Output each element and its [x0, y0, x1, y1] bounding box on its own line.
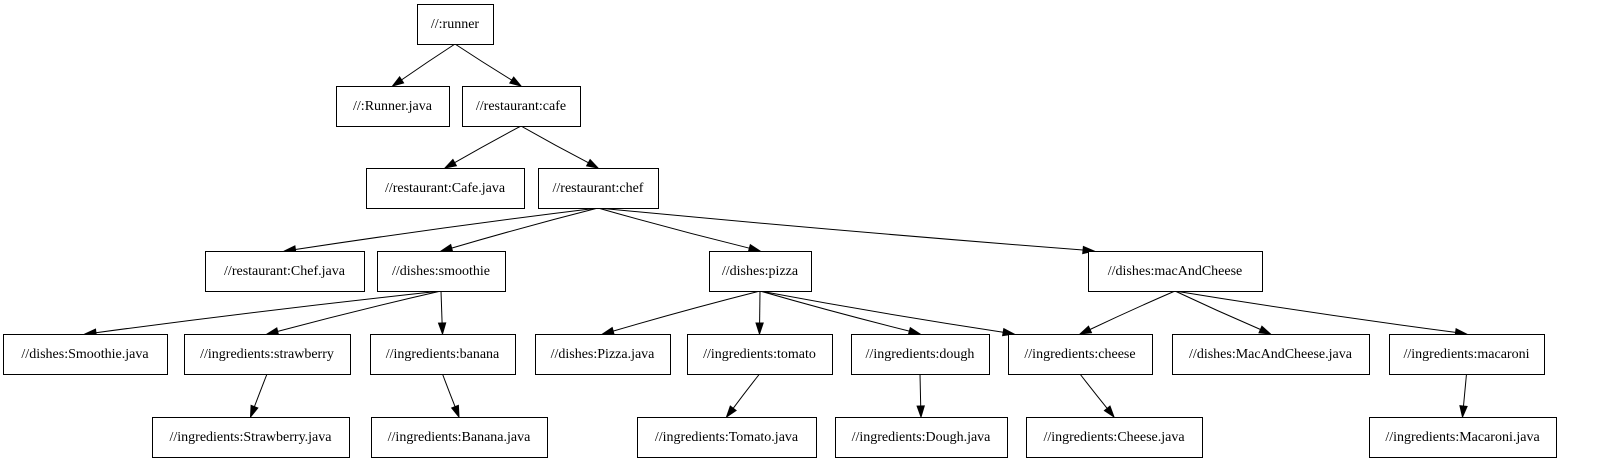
node-label: //ingredients:Macaroni.java	[1385, 430, 1540, 445]
graph-node[interactable]: //ingredients:Dough.java	[835, 417, 1008, 458]
node-label: //ingredients:dough	[866, 347, 975, 362]
node-label: //dishes:Pizza.java	[551, 347, 656, 362]
node-label: //restaurant:cafe	[476, 99, 566, 114]
graph-edge	[1174, 290, 1272, 335]
graph-node[interactable]: //ingredients:Tomato.java	[637, 417, 817, 458]
graph-node[interactable]: //dishes:Smoothie.java	[3, 334, 168, 375]
graph-edge	[1078, 290, 1176, 335]
graph-edge	[1174, 290, 1469, 337]
node-box[interactable]	[1088, 251, 1263, 292]
node-label: //dishes:pizza	[722, 264, 799, 279]
node-box[interactable]	[1172, 334, 1370, 375]
node-label: //dishes:macAndCheese	[1108, 264, 1243, 279]
node-box[interactable]	[377, 251, 506, 292]
node-box[interactable]	[370, 334, 516, 375]
node-label: //restaurant:chef	[553, 181, 644, 196]
graph-edge	[249, 373, 268, 419]
node-label: //:runner	[431, 17, 480, 32]
graph-edge	[437, 290, 447, 336]
node-box[interactable]	[371, 417, 548, 458]
graph-edge	[391, 43, 456, 87]
graph-edge	[1459, 373, 1468, 419]
graph-edge	[443, 125, 522, 169]
graph-node[interactable]: //ingredients:Cheese.java	[1026, 417, 1203, 458]
node-box[interactable]	[538, 168, 659, 209]
node-box[interactable]	[535, 334, 671, 375]
graph-edge	[265, 290, 442, 336]
node-label: //ingredients:macaroni	[1404, 347, 1530, 362]
graph-edge	[725, 373, 760, 419]
node-box[interactable]	[709, 251, 812, 292]
node-label: //ingredients:Dough.java	[852, 430, 992, 445]
graph-node[interactable]: //dishes:pizza	[709, 251, 812, 292]
node-box[interactable]	[1026, 417, 1203, 458]
graph-edge	[83, 290, 442, 337]
graph-node[interactable]: //ingredients:macaroni	[1389, 334, 1545, 375]
graph-node[interactable]: //:Runner.java	[336, 86, 450, 127]
node-label: //ingredients:Tomato.java	[655, 430, 799, 445]
graph-edge	[454, 43, 523, 87]
node-box[interactable]	[417, 4, 494, 45]
graph-node[interactable]: //ingredients:strawberry	[184, 334, 351, 375]
node-box[interactable]	[184, 334, 351, 375]
graph-node[interactable]: //ingredients:Banana.java	[371, 417, 548, 458]
graph-edge	[442, 373, 460, 419]
graph-node[interactable]: //ingredients:cheese	[1008, 334, 1153, 375]
graph-node[interactable]: //ingredients:tomato	[687, 334, 833, 375]
node-box[interactable]	[1389, 334, 1545, 375]
node-label: //ingredients:strawberry	[200, 347, 334, 362]
graph-node[interactable]: //dishes:smoothie	[377, 251, 506, 292]
node-box[interactable]	[205, 251, 365, 292]
node-label: //dishes:smoothie	[392, 264, 490, 279]
graph-edge	[1079, 373, 1115, 419]
node-box[interactable]	[687, 334, 833, 375]
graph-edge	[916, 373, 925, 419]
graph-edge	[600, 290, 761, 336]
graph-node[interactable]: //dishes:MacAndCheese.java	[1172, 334, 1370, 375]
node-layer: //:runner //:Runner.java //restaurant:cafe…	[3, 4, 1557, 458]
graph-edge	[439, 207, 599, 253]
node-box[interactable]	[336, 86, 450, 127]
node-box[interactable]	[3, 334, 168, 375]
graph-edge	[759, 290, 922, 336]
graph-node[interactable]: //restaurant:chef	[538, 168, 659, 209]
node-label: //ingredients:Strawberry.java	[170, 430, 333, 445]
graph-edge	[597, 207, 762, 253]
node-box[interactable]	[366, 168, 525, 209]
node-box[interactable]	[851, 334, 990, 375]
graph-node[interactable]: //restaurant:Chef.java	[205, 251, 365, 292]
graph-node[interactable]: //ingredients:banana	[370, 334, 516, 375]
node-label: //ingredients:cheese	[1024, 347, 1135, 362]
node-label: //dishes:MacAndCheese.java	[1189, 347, 1353, 362]
graph-node[interactable]: //restaurant:Cafe.java	[366, 168, 525, 209]
graph-edge	[755, 290, 764, 336]
graph-node[interactable]: //ingredients:Strawberry.java	[152, 417, 350, 458]
node-label: //:Runner.java	[353, 99, 433, 114]
graph-edge	[520, 125, 600, 169]
node-box[interactable]	[1008, 334, 1153, 375]
node-box[interactable]	[152, 417, 350, 458]
graph-node[interactable]: //dishes:Pizza.java	[535, 334, 671, 375]
edge-layer	[83, 43, 1469, 419]
graph-node[interactable]: //restaurant:cafe	[462, 86, 581, 127]
node-box[interactable]	[1369, 417, 1557, 458]
graph-edge	[759, 290, 1016, 337]
node-label: //restaurant:Cafe.java	[385, 181, 506, 196]
graph-node[interactable]: //dishes:macAndCheese	[1088, 251, 1263, 292]
node-box[interactable]	[835, 417, 1008, 458]
graph-node[interactable]: //:runner	[417, 4, 494, 45]
graph-node[interactable]: //ingredients:dough	[851, 334, 990, 375]
node-label: //restaurant:Chef.java	[224, 264, 346, 279]
node-label: //ingredients:Banana.java	[388, 430, 531, 445]
node-label: //ingredients:banana	[386, 347, 500, 362]
node-box[interactable]	[637, 417, 817, 458]
graph-node[interactable]: //ingredients:Macaroni.java	[1369, 417, 1557, 458]
node-label: //ingredients:Cheese.java	[1043, 430, 1185, 445]
node-label: //ingredients:tomato	[703, 347, 816, 362]
node-box[interactable]	[462, 86, 581, 127]
graph-edge	[282, 207, 599, 254]
node-label: //dishes:Smoothie.java	[21, 347, 149, 362]
graph-edge	[597, 207, 1096, 255]
